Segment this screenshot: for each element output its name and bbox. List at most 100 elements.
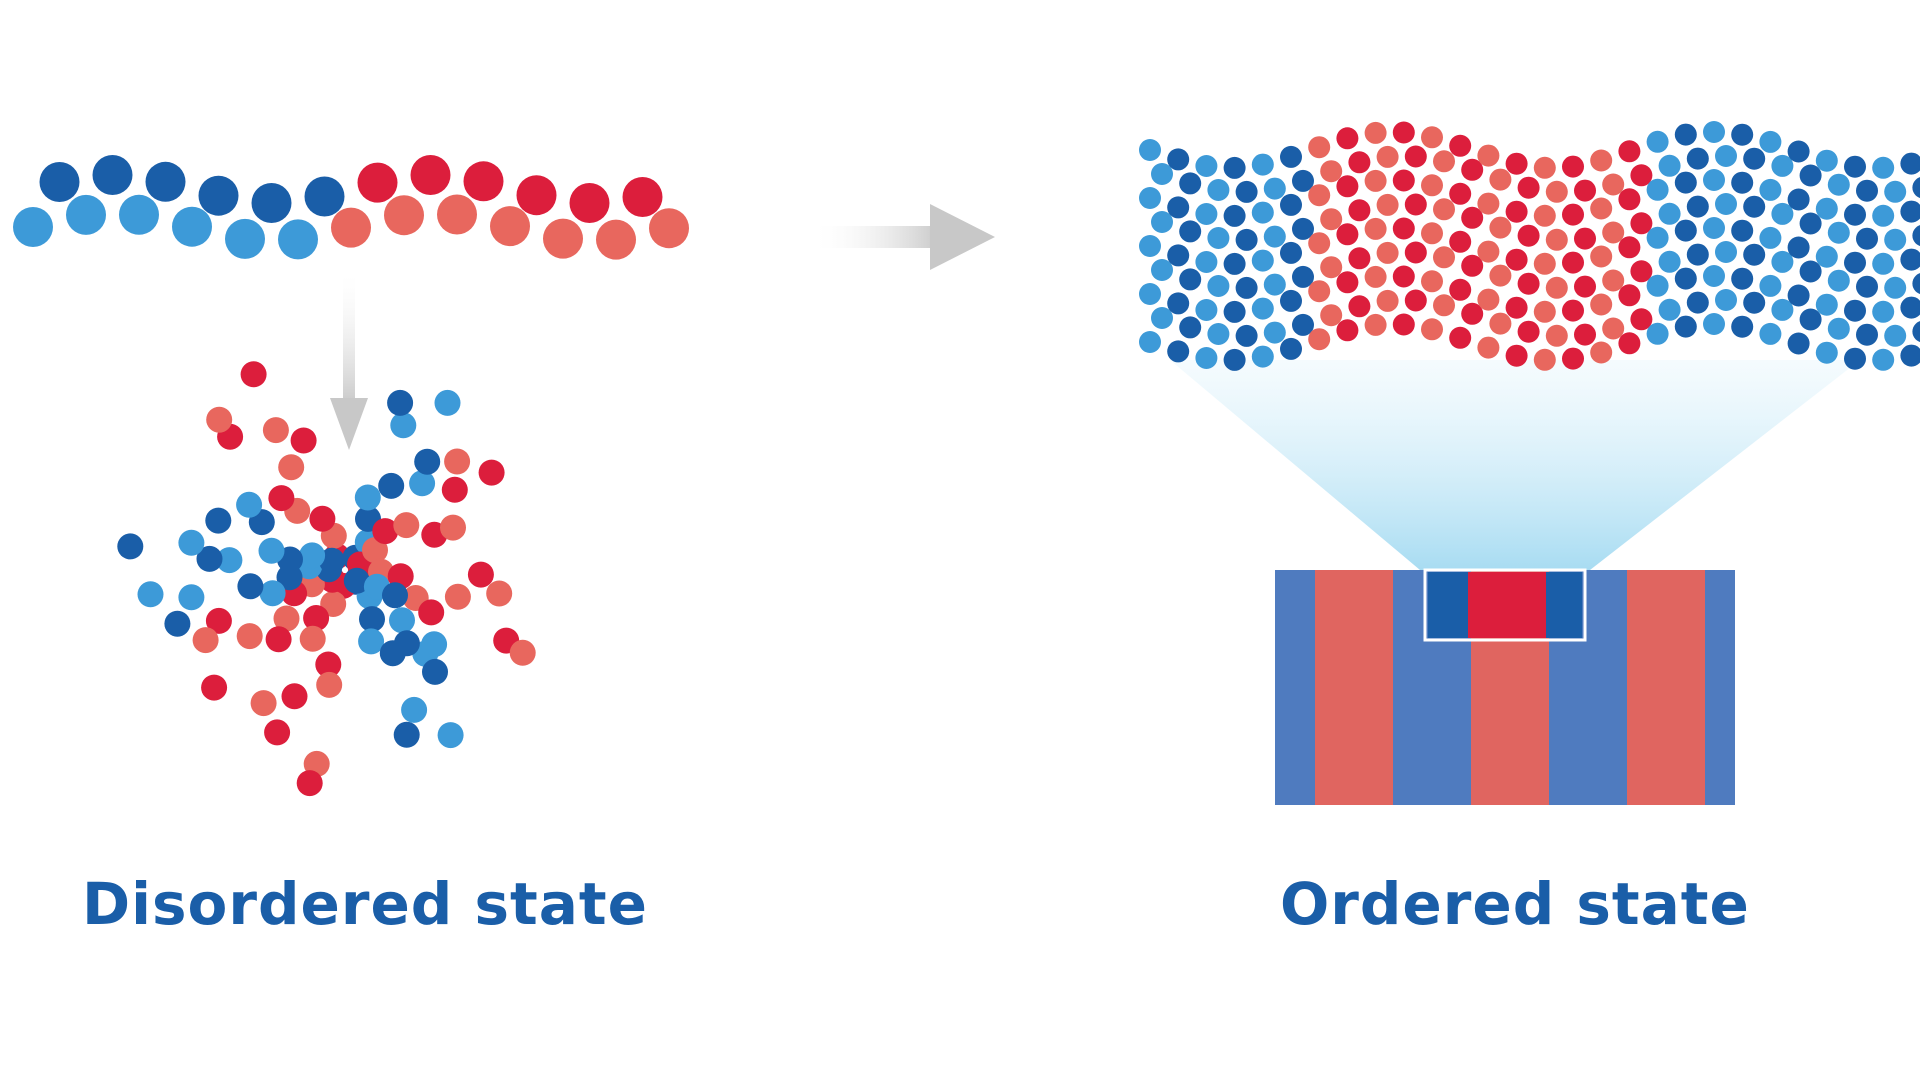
lattice-monomer xyxy=(1320,256,1343,279)
lattice-monomer xyxy=(1731,219,1754,242)
lattice-monomer xyxy=(1731,315,1754,338)
lattice-monomer xyxy=(1235,276,1258,299)
lattice-monomer xyxy=(1815,293,1838,316)
lattice-monomer xyxy=(1235,228,1258,251)
lattice-monomer xyxy=(1167,244,1190,267)
tangle-monomer xyxy=(359,606,385,633)
lattice-monomer xyxy=(1505,296,1528,319)
lattice-monomer xyxy=(1364,169,1387,192)
tangle-monomer xyxy=(478,459,505,486)
lattice-monomer xyxy=(1815,197,1838,220)
lattice-monomer xyxy=(1461,254,1484,277)
lattice-monomer xyxy=(1517,176,1540,199)
lattice-monomer xyxy=(1703,121,1725,143)
chain-monomer xyxy=(331,207,371,248)
lattice-monomer xyxy=(1674,267,1697,290)
tangle-monomer xyxy=(362,537,388,564)
lattice-monomer xyxy=(1489,312,1512,335)
lattice-monomer xyxy=(1658,154,1681,177)
magnification-beam xyxy=(1170,360,1860,570)
tangle-monomer xyxy=(178,584,205,611)
lattice-monomer xyxy=(1562,251,1584,274)
chain-monomer xyxy=(145,161,186,202)
tangle-monomer xyxy=(315,651,342,678)
lattice-monomer xyxy=(1179,172,1202,195)
lattice-monomer xyxy=(1421,270,1443,293)
lattice-monomer xyxy=(1674,123,1697,146)
lattice-monomer xyxy=(1827,269,1850,292)
lattice-monomer xyxy=(1251,249,1274,272)
lattice-monomer xyxy=(1844,155,1866,178)
lattice-monomer xyxy=(1884,324,1907,347)
lattice-monomer xyxy=(1263,225,1286,248)
lattice-monomer xyxy=(1505,344,1528,367)
lamellar-stripe-block xyxy=(1275,570,1735,805)
lattice-monomer xyxy=(1292,169,1314,192)
lattice-monomer xyxy=(1421,318,1443,341)
lattice-monomer xyxy=(1602,269,1625,292)
tangle-monomer xyxy=(264,719,291,746)
tangle-monomer xyxy=(237,573,264,600)
lattice-monomer xyxy=(1505,248,1528,271)
lattice-monomer xyxy=(1884,276,1907,299)
lattice-monomer xyxy=(1618,284,1641,307)
chain-monomer xyxy=(622,177,663,217)
tangle-monomer xyxy=(316,671,343,698)
tangle-monomer xyxy=(414,448,441,475)
tangle-monomer xyxy=(318,547,345,574)
lattice-monomer xyxy=(1715,145,1737,167)
tangle-monomer xyxy=(486,580,513,607)
chain-monomer xyxy=(119,194,159,235)
lattice-monomer xyxy=(1517,272,1540,295)
lattice-monomer xyxy=(1263,273,1286,296)
lattice-monomer xyxy=(1195,155,1218,177)
lattice-monomer xyxy=(1759,130,1782,153)
lattice-monomer xyxy=(1517,224,1540,247)
lattice-monomer xyxy=(1449,134,1472,157)
lattice-monomer xyxy=(1421,174,1443,197)
lattice-monomer xyxy=(1844,251,1866,274)
lattice-monomer xyxy=(1743,147,1766,170)
lattice-monomer xyxy=(1856,227,1878,250)
lattice-monomer xyxy=(1151,307,1173,329)
lattice-monomer xyxy=(1251,345,1274,368)
lattice-monomer xyxy=(1179,268,1202,291)
lattice-monomer xyxy=(1348,199,1371,222)
lattice-monomer xyxy=(1912,321,1920,343)
lattice-monomer xyxy=(1574,227,1596,250)
lattice-monomer xyxy=(1364,313,1387,336)
tangle-monomer xyxy=(401,696,428,723)
lattice-monomer xyxy=(1336,127,1359,150)
tangle-monomer xyxy=(382,582,408,609)
chain-monomer xyxy=(304,176,345,217)
lamella-stripe xyxy=(1315,570,1393,805)
lattice-monomer xyxy=(1195,203,1218,225)
lattice-monomer xyxy=(1251,201,1274,224)
tangle-monomer xyxy=(434,389,461,416)
lattice-monomer xyxy=(1223,252,1246,275)
chain-monomer xyxy=(66,194,106,235)
lattice-monomer xyxy=(1872,348,1895,371)
lattice-monomer xyxy=(1421,222,1443,245)
lattice-monomer xyxy=(1477,240,1500,263)
tangle-monomer xyxy=(421,631,448,658)
tangle-monomer xyxy=(201,674,228,701)
lattice-monomer xyxy=(1433,198,1455,221)
lattice-monomer xyxy=(1195,347,1218,369)
lattice-monomer xyxy=(1574,275,1596,298)
lattice-monomer xyxy=(1545,180,1568,203)
highlight-segment xyxy=(1468,572,1546,638)
lattice-monomer xyxy=(1703,313,1725,335)
lattice-monomer xyxy=(1872,252,1895,275)
lattice-monomer xyxy=(1207,323,1230,345)
lattice-monomer xyxy=(1235,180,1258,203)
chain-monomer xyxy=(225,218,265,259)
lattice-monomer xyxy=(1364,217,1387,240)
lattice-monomer xyxy=(1912,225,1920,247)
lattice-monomer xyxy=(1759,322,1782,345)
lattice-monomer xyxy=(1263,321,1286,344)
lattice-monomer xyxy=(1574,323,1596,346)
lattice-monomer xyxy=(1348,247,1371,270)
lattice-monomer xyxy=(1658,298,1681,321)
lattice-monomer xyxy=(1505,200,1528,223)
